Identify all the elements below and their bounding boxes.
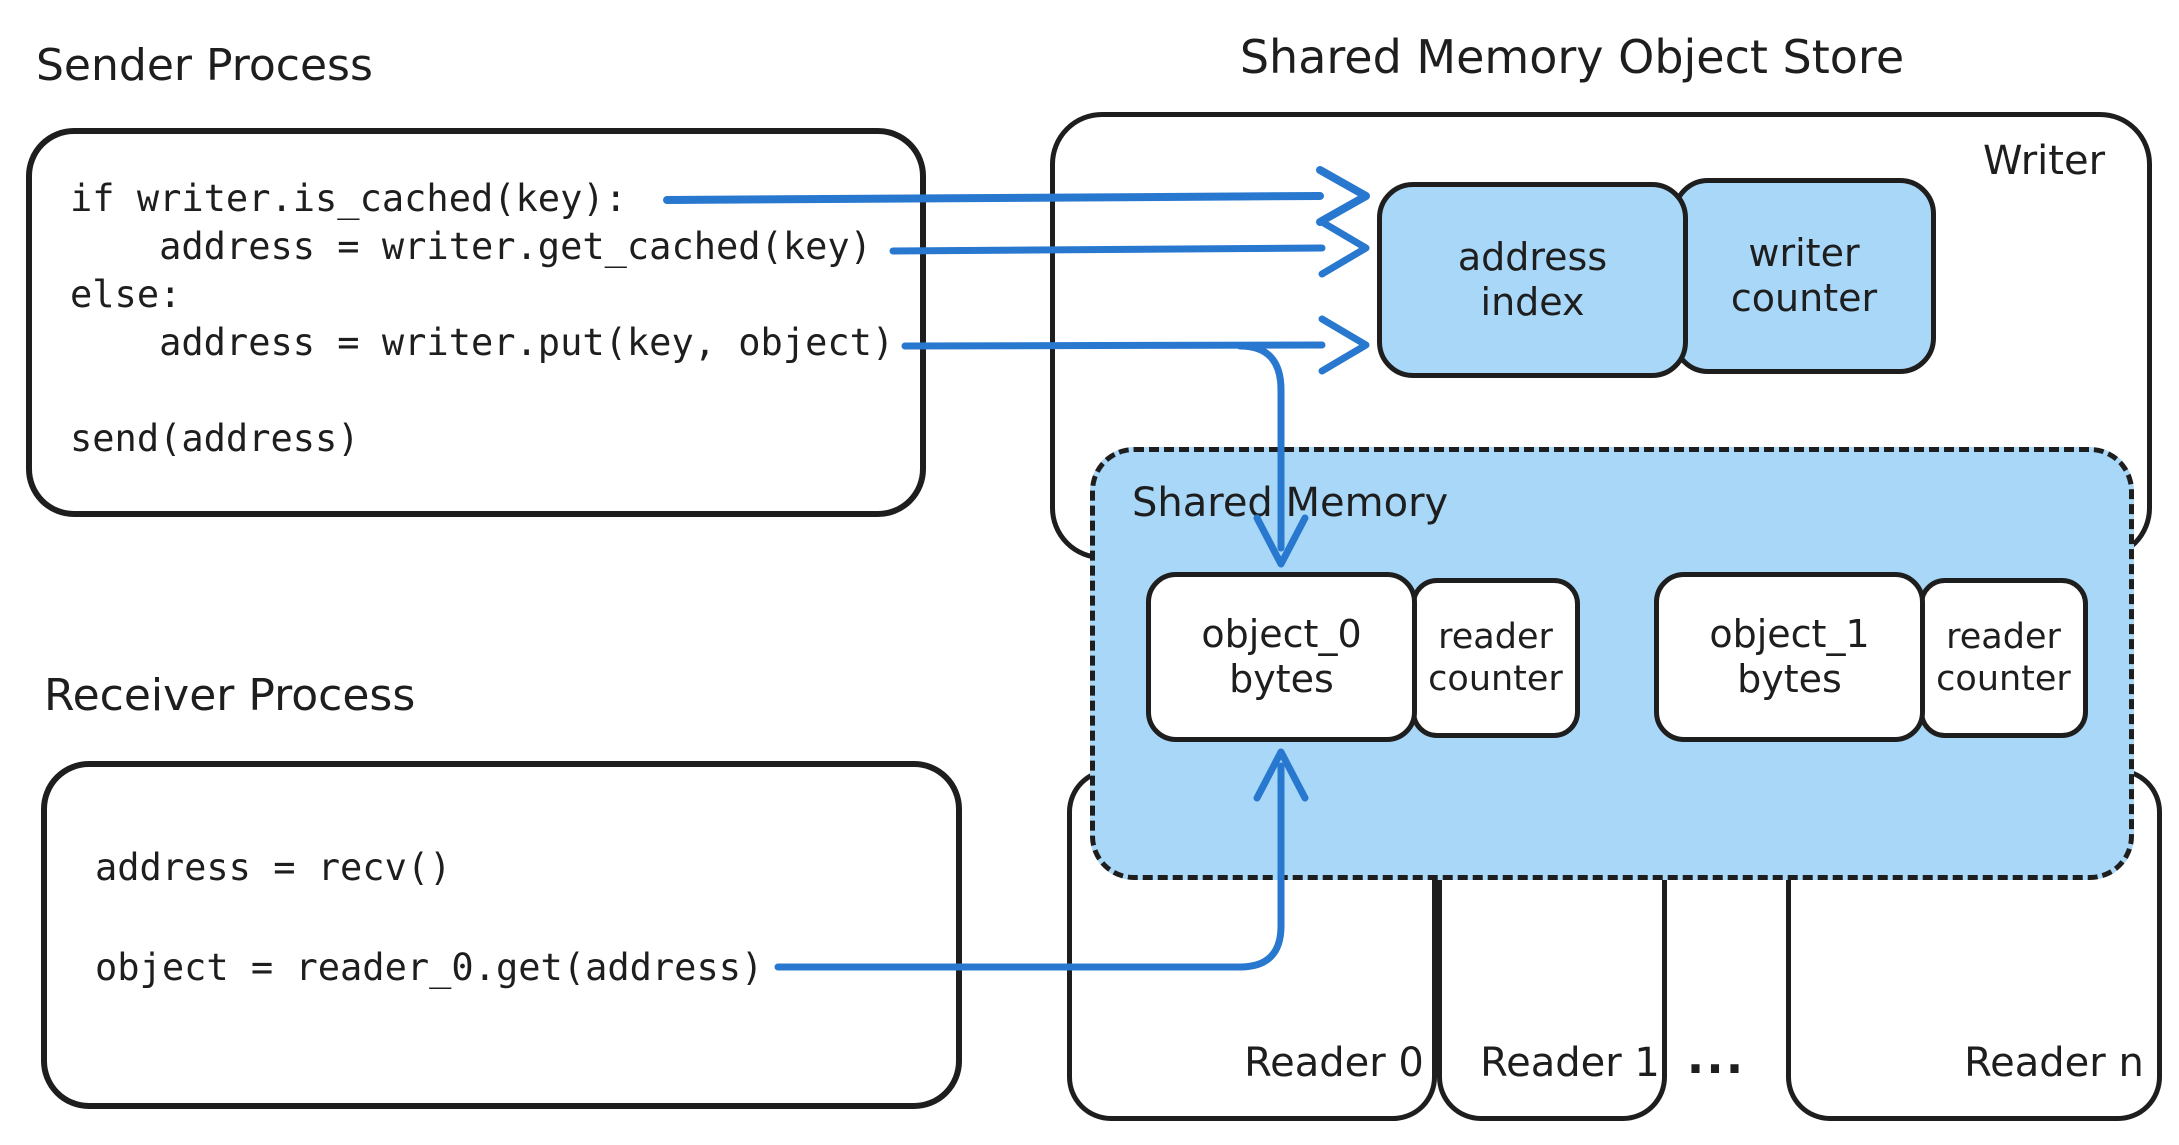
reader-counter-cell-1: reader counter [1919,578,2088,738]
code-line [95,893,763,943]
receiver-code-block: address = recv() object = reader_0.get(a… [95,843,763,993]
code-line: object = reader_0.get(address) [95,946,764,989]
code-line: if writer.is_cached(key): [70,177,627,220]
writer-counter-label: writer counter [1730,231,1878,320]
store-title: Shared Memory Object Store [1239,30,1905,84]
reader-0-label: Reader 0 [1244,1040,1424,1086]
address-index-label: address index [1457,235,1608,324]
sender-process-label: Sender Process [36,40,373,91]
writer-counter-cell: writer counter [1672,178,1936,374]
object-0-cell: object_0 bytes [1146,572,1417,742]
sender-code-block: if writer.is_cached(key): address = writ… [70,175,894,463]
object-1-label: object_1 bytes [1709,612,1870,701]
address-index-cell: address index [1377,182,1688,378]
readers-ellipsis: ... [1686,1030,1746,1084]
writer-label: Writer [1982,138,2106,184]
code-line: address = recv() [95,846,452,889]
reader-1-label: Reader 1 [1480,1040,1660,1086]
receiver-process-label: Receiver Process [44,670,416,721]
code-line: address = writer.get_cached(key) [70,225,872,268]
object-1-cell: object_1 bytes [1654,572,1925,742]
reader-n-label: Reader n [1964,1040,2144,1086]
object-0-label: object_0 bytes [1201,612,1362,701]
code-line: else: [70,273,182,316]
reader-counter-label: reader counter [1936,617,2071,699]
reader-counter-cell-0: reader counter [1411,578,1580,738]
shared-memory-label: Shared Memory [1132,480,1449,526]
code-line: address = writer.put(key, object) [70,321,895,364]
reader-counter-label: reader counter [1428,617,1563,699]
code-line [70,367,894,415]
code-line: send(address) [70,417,360,460]
